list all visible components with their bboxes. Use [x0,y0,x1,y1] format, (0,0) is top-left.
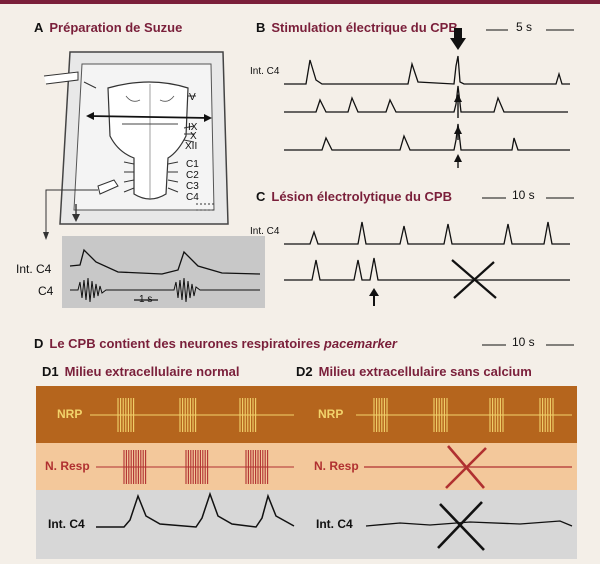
nerve-label-c2: C2 [186,170,199,181]
panel-a-int-c4-label: Int. C4 [16,262,52,276]
panel-a-c4-label: C4 [38,284,54,298]
d2-nrp-label: NRP [318,407,344,421]
top-accent-bar [0,0,600,4]
panel-d-scale-label: 10 s [512,335,535,349]
nerve-label-v: V [189,92,196,103]
nerve-label-ix: IX [188,122,198,133]
d2-resp-label: N. Resp [314,459,359,473]
d1-c4-label: Int. C4 [48,517,85,531]
nerve-label-c3: C3 [186,181,199,192]
d1-nrp-label: NRP [57,407,83,421]
panel-a-scale-label: 1 s [139,294,153,305]
panel-d-scale-bar [482,344,574,346]
panel-b-int-c4-label: Int. C4 [250,66,280,77]
nerve-label-c1: C1 [186,159,199,170]
panel-c-scale-label: 10 s [512,188,535,202]
panel-c-traces [284,221,570,306]
suzue-preparation-drawing [43,51,229,240]
panel-b-scale-label: 5 s [516,20,533,34]
d1-resp-label: N. Resp [45,459,90,473]
nerve-label-x: X [190,131,197,142]
nerve-label-xii: XII [185,141,198,152]
panel-c-scale-bar [482,197,574,199]
panel-b-scale-bar [486,29,574,31]
panel-a-recording-box [62,236,265,308]
panel-a-traces [69,248,261,303]
panel-c-int-c4-label: Int. C4 [250,226,280,237]
panel-b-traces [284,28,570,168]
nerve-label-c4: C4 [186,192,199,203]
d2-c4-label: Int. C4 [316,517,353,531]
